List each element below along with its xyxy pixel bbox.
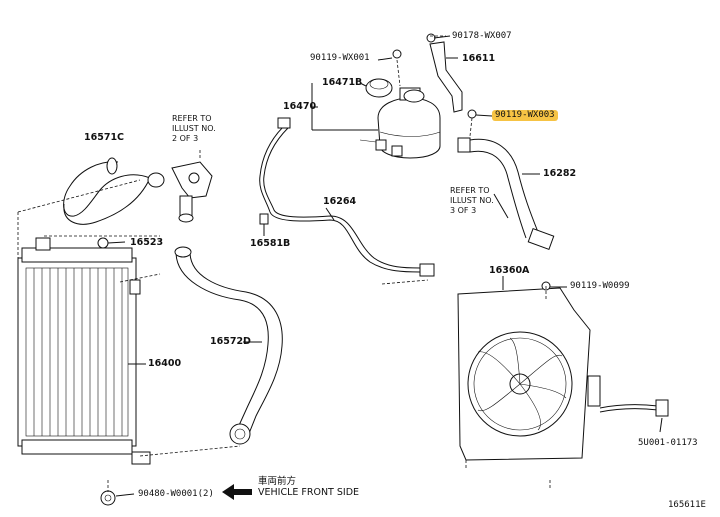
hose-16572d [174, 246, 283, 445]
vehicle-front-label-jp: 車両前方 [258, 476, 297, 487]
label-90480-w0001: 90480-W0001(2) [138, 489, 214, 499]
label-90178-wx007: 90178-WX007 [452, 31, 512, 41]
label-16264: 16264 [323, 196, 357, 207]
label-leaders [107, 35, 663, 497]
label-16360a: 16360A [489, 265, 530, 276]
cap-16471b [365, 78, 393, 98]
label-5u001-01173: 5U001-01173 [638, 438, 698, 448]
hose-16264 [259, 117, 435, 277]
fan-shroud-16360a [457, 287, 601, 461]
refer-note-line: 2 OF 3 [172, 134, 199, 143]
label-90119-wx001: 90119-WX001 [310, 53, 370, 63]
refer-note-3-of-3: REFER TO ILLUST NO. 3 OF 3 [450, 186, 494, 216]
label-16581b: 16581B [250, 238, 291, 249]
hose-16571c [63, 157, 165, 225]
label-90119-w0099: 90119-W0099 [570, 281, 630, 291]
refer-note-line: ILLUST NO. [450, 196, 494, 205]
hose-16282 [457, 137, 555, 250]
refer-note-line: REFER TO [450, 186, 490, 195]
connector-5u001 [599, 399, 669, 417]
label-16400: 16400 [148, 358, 182, 369]
vehicle-front-arrow [222, 484, 252, 500]
bracket-16611 [426, 33, 463, 113]
label-16471b: 16471B [322, 77, 363, 88]
label-16571c: 16571C [84, 132, 125, 143]
clip-16581b [259, 213, 269, 225]
diagram-code: 165611E [668, 500, 706, 510]
refer-note-line: REFER TO [172, 114, 212, 123]
water-outlet [171, 161, 213, 223]
bolts [97, 49, 551, 506]
label-16282: 16282 [543, 168, 577, 179]
reservoir-tank-16470 [375, 87, 441, 159]
vehicle-front-label-en: VEHICLE FRONT SIDE [258, 487, 360, 498]
refer-note-line: 3 OF 3 [450, 206, 477, 215]
label-16470: 16470 [283, 101, 317, 112]
refer-note-2-of-3: REFER TO ILLUST NO. 2 OF 3 [172, 114, 216, 144]
radiator-16400 [17, 237, 151, 465]
refer-note-line: ILLUST NO. [172, 124, 216, 133]
label-16572d: 16572D [210, 336, 251, 347]
label-16523: 16523 [130, 237, 164, 248]
leader-lines [17, 35, 551, 492]
label-16611: 16611 [462, 53, 496, 64]
vehicle-front-label: 車両前方 VEHICLE FRONT SIDE [258, 476, 359, 498]
label-90119-wx003: 90119-WX003 [492, 110, 558, 121]
